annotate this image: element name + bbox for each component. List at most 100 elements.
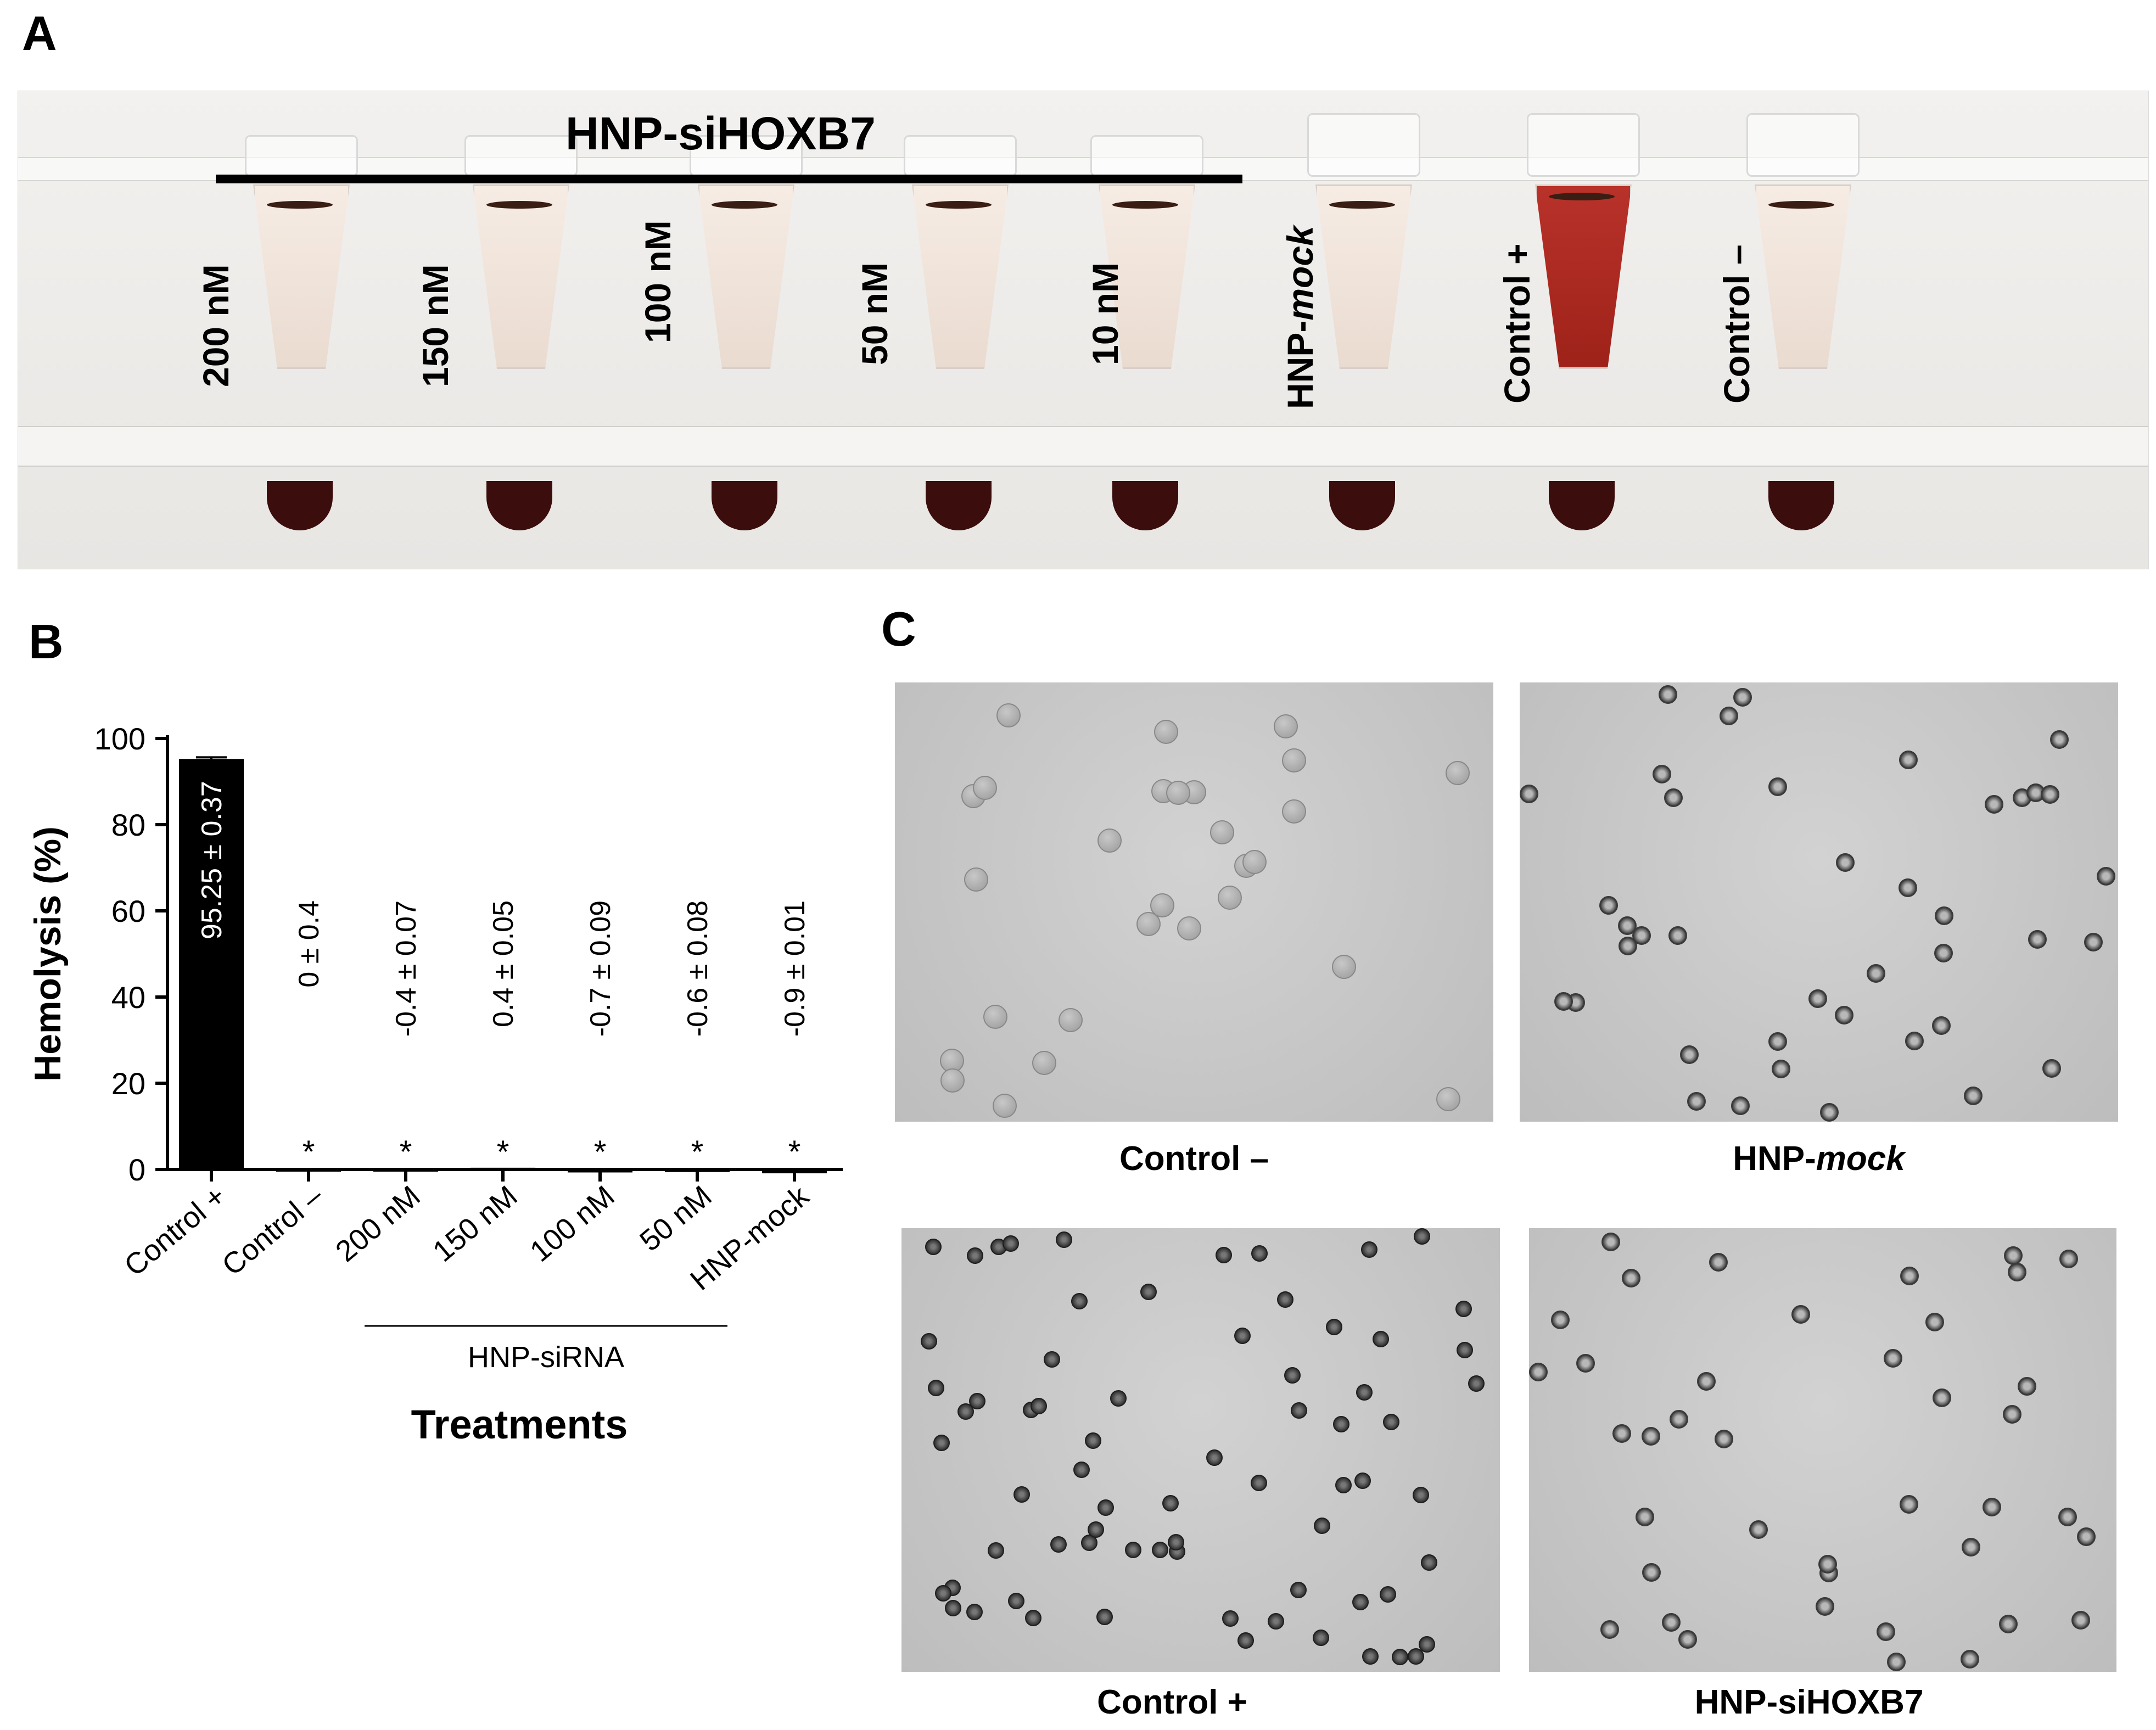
cell (993, 1094, 1017, 1118)
cell (2084, 933, 2103, 951)
cell (1905, 1032, 1924, 1050)
cell (1455, 1301, 1472, 1317)
cell (1313, 1630, 1329, 1646)
cell (1383, 1414, 1399, 1430)
cell (2071, 1611, 2090, 1630)
cell (1576, 1354, 1595, 1373)
cell (1900, 1267, 1919, 1285)
x-tick-label-5: 100 nM (524, 1179, 621, 1268)
cell (1867, 964, 1885, 983)
cell (1653, 765, 1671, 783)
cell (1877, 1622, 1895, 1641)
cell (1715, 1430, 1733, 1448)
cell (1136, 912, 1161, 936)
cell (1206, 1449, 1223, 1466)
cell (933, 1435, 950, 1451)
value-label-3: -0.4 ± 0.07 (390, 900, 422, 1037)
cell (2050, 730, 2069, 749)
value-label-6: -0.6 ± 0.08 (682, 900, 714, 1037)
cell (1884, 1349, 1902, 1368)
cell (1096, 1609, 1113, 1625)
cell (1642, 1427, 1660, 1446)
cell (2059, 1250, 2078, 1268)
cell (1436, 1087, 1460, 1111)
cell (1836, 853, 1855, 872)
cell (1166, 781, 1190, 805)
cell (1284, 1367, 1301, 1384)
cell (2003, 1405, 2021, 1424)
cell (1457, 1342, 1473, 1358)
significance-star: * (303, 1134, 315, 1170)
cell (1140, 1284, 1157, 1300)
group-label-hnp-sihoxb7: HNP-siHOXB7 (565, 108, 876, 159)
cell (925, 1239, 942, 1255)
tube-label-1: 200 nM (195, 264, 236, 387)
cell (1414, 1228, 1430, 1245)
cell (1687, 1092, 1706, 1111)
cell (1085, 1432, 1101, 1449)
cell (2004, 1246, 2023, 1265)
tube-label-7: Control + (1497, 243, 1537, 404)
micrograph-2 (1520, 682, 2118, 1122)
cell (1619, 937, 1637, 955)
cell (1599, 896, 1618, 915)
cell (1899, 751, 1918, 769)
cell (1110, 1390, 1127, 1407)
cell (1237, 1632, 1254, 1649)
y-tick-label: 0 (128, 1152, 145, 1187)
cell (1168, 1534, 1184, 1550)
value-label-4: 0.4 ± 0.05 (488, 900, 519, 1027)
cell (1216, 1247, 1232, 1263)
cell (1154, 720, 1178, 744)
panel-c-letter: C (881, 602, 916, 656)
cell (1361, 1241, 1377, 1258)
cell (988, 1542, 1004, 1559)
cell (940, 1068, 965, 1093)
cell (1808, 989, 1827, 1008)
tube-rack-photo (18, 91, 2149, 569)
cell (945, 1600, 961, 1616)
cell (1282, 799, 1306, 824)
cell (1820, 1103, 1839, 1122)
y-tick-label: 40 (111, 980, 145, 1015)
cell (1073, 1462, 1090, 1478)
cell (1632, 926, 1651, 945)
cell (2013, 788, 2031, 807)
cell (1413, 1487, 1429, 1503)
cell (983, 1005, 1007, 1029)
y-tick-label: 20 (111, 1066, 145, 1101)
cell (1419, 1636, 1435, 1653)
cell (1816, 1597, 1834, 1616)
cell (1520, 785, 1538, 803)
cell (935, 1585, 951, 1602)
cell (1962, 1538, 1980, 1557)
bar-3 (373, 1169, 438, 1172)
micrograph-caption-2: HNP-mock (1733, 1140, 1905, 1178)
cell (1933, 1389, 1951, 1407)
cell (1985, 795, 2003, 814)
bar-5 (568, 1169, 632, 1173)
cell (1670, 1410, 1688, 1429)
x-axis-title: Treatments (411, 1402, 628, 1447)
cell (1013, 1486, 1030, 1503)
cell (1242, 850, 1267, 874)
tube-label-5: 10 nM (1085, 262, 1125, 365)
cell (1050, 1536, 1067, 1553)
cell (1835, 1006, 1853, 1024)
x-tick-label-4: 150 nM (427, 1179, 524, 1268)
cell (1697, 1372, 1716, 1391)
cell (1887, 1653, 1906, 1671)
tube-label-8: Control – (1716, 244, 1757, 404)
panel-a-letter: A (22, 6, 57, 60)
cell (1642, 1563, 1661, 1582)
micrograph-4 (1529, 1228, 2116, 1672)
cell (1731, 1096, 1750, 1115)
cell (2008, 1263, 2026, 1281)
y-tick-label: 60 (111, 894, 145, 928)
cell (1529, 1363, 1548, 1381)
cell (1277, 1291, 1293, 1308)
cell (1818, 1555, 1837, 1574)
cell (1056, 1231, 1072, 1248)
cell (964, 867, 988, 892)
cell (1059, 1008, 1083, 1032)
